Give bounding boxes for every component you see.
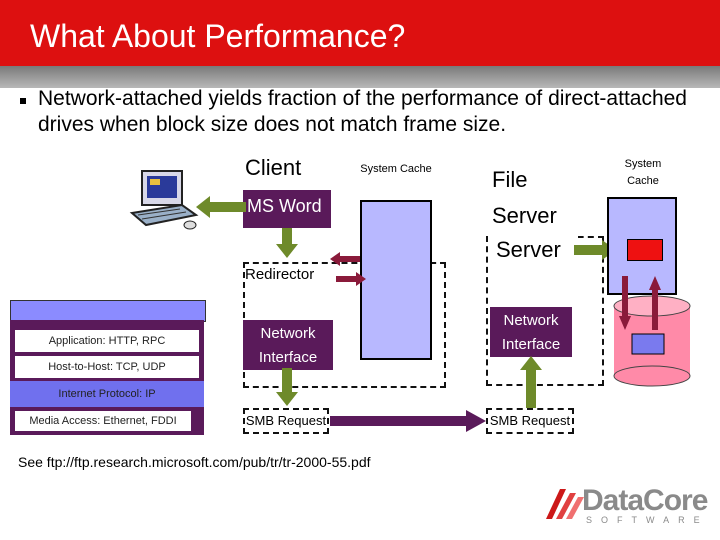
stack-layer-media: Media Access: Ethernet, FDDI bbox=[15, 411, 191, 431]
server-label: Server bbox=[496, 237, 561, 262]
stack-layer-internet-label: Internet Protocol: IP bbox=[58, 388, 156, 400]
cache-block bbox=[627, 239, 663, 261]
slide-title: What About Performance? bbox=[30, 18, 406, 54]
cache-disk-arrows bbox=[619, 276, 661, 330]
stack-layer-host: Host-to-Host: TCP, UDP bbox=[15, 356, 199, 378]
client-heading: Client bbox=[245, 155, 302, 180]
server-label-bg bbox=[488, 232, 578, 270]
smb-request-arrow bbox=[330, 410, 486, 432]
title-divider bbox=[0, 66, 720, 88]
stack-layer-application: Application: HTTP, RPC bbox=[15, 330, 199, 352]
client-system-cache bbox=[360, 200, 432, 360]
server-to-cache-arrow bbox=[574, 240, 616, 260]
datacore-tagline: SOFTWARE bbox=[586, 515, 709, 525]
client-ni-down-arrow bbox=[276, 368, 298, 406]
datacore-wordmark: DataCore bbox=[582, 484, 708, 517]
app-to-computer-arrow bbox=[196, 196, 246, 218]
datacore-logo-icon bbox=[546, 489, 584, 519]
redirector-label: Redirector bbox=[245, 266, 315, 283]
client-smb-request: SMB Request bbox=[243, 408, 329, 434]
computer-clipart bbox=[129, 170, 199, 230]
cache-exchange-arrows bbox=[330, 252, 366, 286]
bullet-marker bbox=[20, 98, 26, 104]
client-network-interface: Network Interface bbox=[243, 320, 333, 370]
client-cache-label: System Cache bbox=[360, 163, 432, 175]
file-server-heading: File Server bbox=[492, 167, 557, 228]
server-network-interface: Network Interface bbox=[490, 307, 572, 357]
ms-word-box: MS Word bbox=[243, 190, 331, 228]
bullet-text: Network-attached yields fraction of the … bbox=[38, 87, 687, 136]
stack-layer-internet: Internet Protocol: IP bbox=[10, 381, 204, 407]
reference-link[interactable]: See ftp://ftp.research.microsoft.com/pub… bbox=[18, 454, 371, 470]
server-smb-request: SMB Request bbox=[486, 408, 574, 434]
server-smb-up-arrow bbox=[520, 356, 542, 408]
server-cache-label: System Cache bbox=[624, 158, 662, 187]
stack-top-cap bbox=[10, 300, 206, 322]
word-to-redirector-arrow bbox=[276, 228, 298, 258]
title-bar bbox=[0, 0, 720, 66]
